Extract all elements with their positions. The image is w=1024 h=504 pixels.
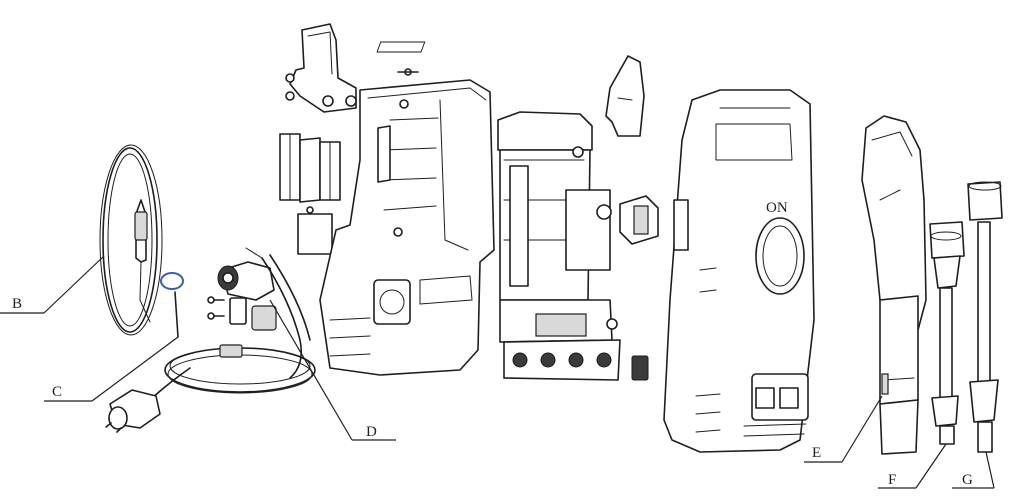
rear-housing — [319, 68, 495, 376]
callout-e: E — [804, 395, 883, 463]
label-e: E — [812, 445, 821, 461]
nozzle-lance — [967, 181, 1003, 453]
label-c: C — [52, 384, 62, 400]
spray-lance — [929, 221, 965, 445]
small-cover — [631, 355, 649, 381]
trigger-gun — [861, 115, 927, 455]
callout-b: B — [0, 255, 105, 314]
upper-bracket — [285, 23, 357, 113]
label-f: F — [888, 472, 896, 488]
label-b: B — [12, 296, 22, 312]
power-cord — [105, 344, 316, 433]
o-ring — [160, 272, 184, 338]
label-d: D — [366, 424, 377, 440]
motor-pump-assembly — [497, 111, 621, 381]
front-housing: ON — [663, 89, 815, 453]
svg-text:ON: ON — [766, 200, 788, 216]
inlet-connector — [207, 247, 311, 379]
high-pressure-hose — [99, 144, 163, 336]
callout-g: G — [952, 451, 995, 489]
callout-f: F — [878, 443, 947, 489]
filter-panels — [279, 133, 341, 255]
callout-d: D — [269, 299, 396, 441]
label-g: G — [962, 472, 973, 488]
switch-knob — [619, 195, 659, 245]
side-clip — [605, 55, 645, 137]
callout-c: C — [44, 336, 179, 402]
label-sticker — [376, 41, 426, 53]
